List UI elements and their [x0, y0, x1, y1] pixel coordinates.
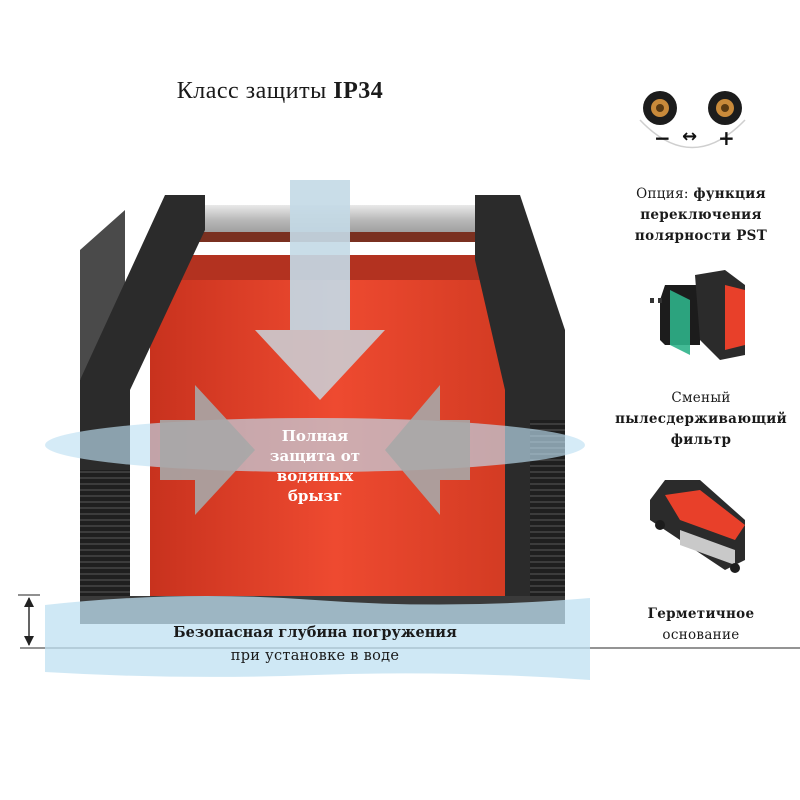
feature-filter: Сменый пылесдерживающий фильтр [606, 388, 796, 451]
dust-filter-icon [650, 270, 745, 360]
feature-filter-line-3: фильтр [670, 432, 732, 448]
arrow-right [160, 385, 255, 515]
left-vents [80, 470, 130, 620]
title-prefix: Класс защиты [176, 78, 327, 104]
title-ip-class: IP34 [333, 78, 384, 104]
page-title: Класс защиты IP34 [0, 78, 560, 105]
immersion-depth-title: Безопасная глубина погружения [173, 624, 457, 641]
sealed-base-icon [650, 480, 745, 573]
minus-sign: − [654, 126, 671, 150]
feature-base-line-1: Герметичное [647, 606, 755, 622]
top-splash [290, 180, 350, 330]
feature-filter-line-1: Сменый [671, 390, 731, 406]
feature-polarity-line-2: переключения [640, 207, 762, 223]
swap-arrow: ↔ [682, 126, 698, 147]
polarity-connectors-icon [639, 91, 746, 149]
plus-sign: + [718, 126, 735, 150]
depth-arrow-down [24, 636, 34, 646]
water-layer [45, 596, 590, 680]
feature-base-line-2: основание [662, 627, 740, 643]
depth-arrow-up [24, 597, 34, 607]
immersion-depth-subtitle: при установке в воде [230, 648, 400, 664]
arrow-left [385, 385, 470, 515]
center-line-3: водяных [276, 467, 354, 485]
splash-protection-label: Полная защита от водяных брызг [245, 426, 385, 506]
feature-polarity-line-3: полярности PST [634, 228, 768, 244]
feature-polarity: Опция: функция переключения полярности P… [606, 184, 796, 247]
feature-sealed-base: Герметичное основание [606, 604, 796, 646]
center-line-4: брызг [287, 487, 343, 505]
center-line-1: Полная [281, 427, 349, 445]
center-line-2: защита от [269, 447, 361, 465]
arrow-down [255, 180, 385, 400]
feature-filter-line-2: пылесдерживающий [615, 411, 787, 427]
feature-polarity-line-1: Опция: функция [636, 186, 766, 202]
